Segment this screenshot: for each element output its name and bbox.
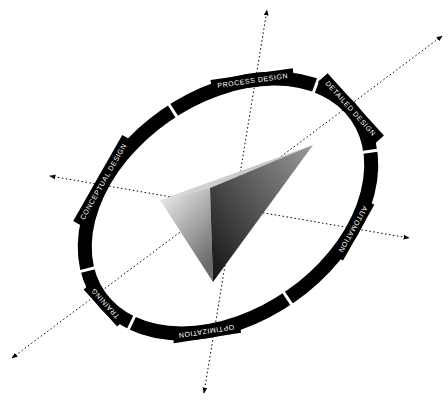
segment-label: CONCEPTUAL DESIGN xyxy=(79,142,128,221)
axis-line xyxy=(12,36,442,358)
ring xyxy=(36,26,419,386)
segment-label: OPTIMIZATION xyxy=(177,324,234,340)
ring-gap xyxy=(79,267,96,271)
ring-gap xyxy=(313,77,319,94)
ring-segment: DETAILED DESIGN xyxy=(318,73,384,144)
segment-label: DETAILED DESIGN xyxy=(324,80,377,138)
pyramid-face xyxy=(210,145,313,282)
pyramid xyxy=(160,145,313,282)
ring-segment: AUTOMATION xyxy=(331,198,374,260)
segment-label: TRAINING xyxy=(90,287,121,320)
segment-label: AUTOMATION xyxy=(337,205,369,254)
pyramid-face xyxy=(160,188,213,282)
ring-segment: TRAINING xyxy=(84,281,127,327)
segment-label: PROCESS DESIGN xyxy=(217,72,289,89)
ring-segment: OPTIMIZATION xyxy=(171,320,241,343)
ring-segment: PROCESS DESIGN xyxy=(210,68,294,93)
ring-gap xyxy=(168,103,178,118)
ring-gap xyxy=(128,315,136,331)
ring-gap xyxy=(361,150,379,153)
ring-gap xyxy=(283,291,293,306)
ring-band xyxy=(36,26,419,386)
axes xyxy=(12,10,442,393)
